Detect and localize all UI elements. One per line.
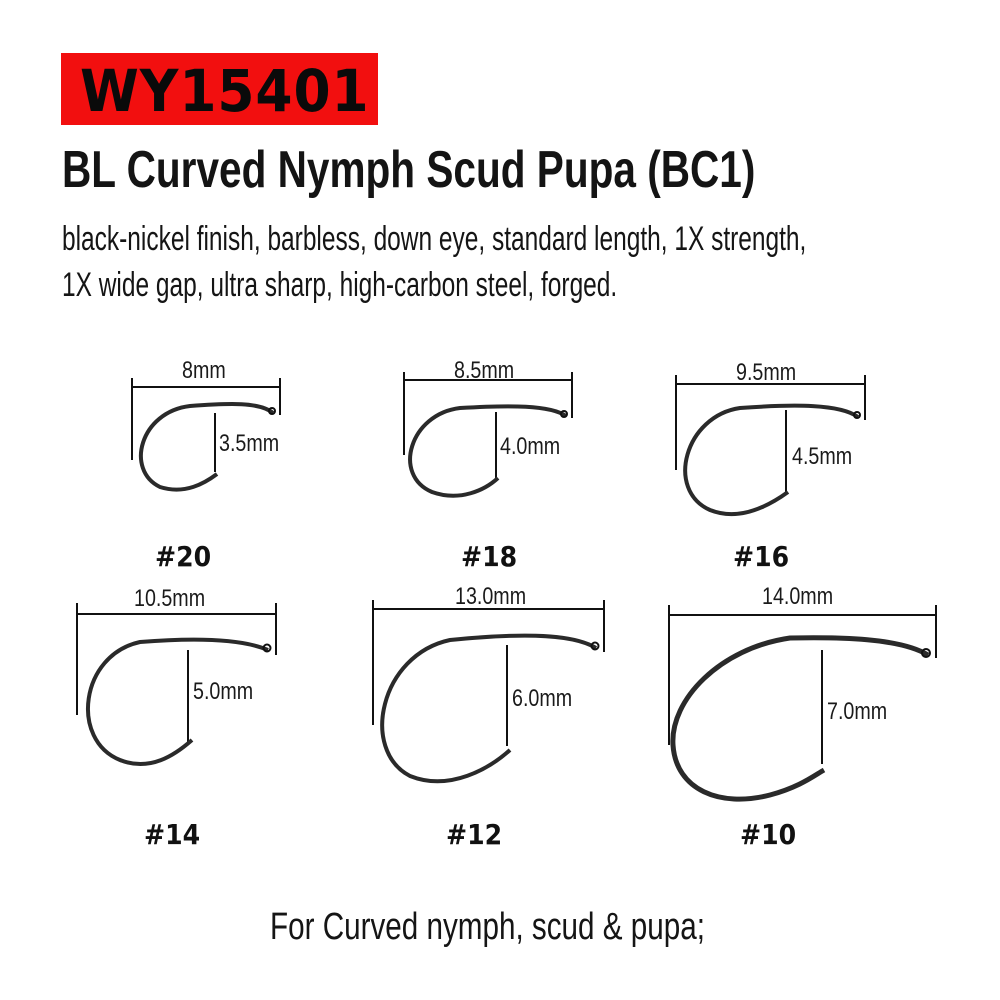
hook-20-gap: 3.5mm xyxy=(219,430,280,457)
product-code: WY15401 xyxy=(80,57,370,125)
usage-footer: For Curved nymph, scud & pupa; xyxy=(270,906,705,948)
product-title: BL Curved Nymph Scud Pupa (BC1) xyxy=(62,141,756,199)
hook-16-diagram xyxy=(675,375,866,516)
hook-20-size: #20 xyxy=(155,540,212,573)
product-code-badge xyxy=(61,53,378,125)
hook-18-gap: 4.0mm xyxy=(500,433,561,460)
hook-16-length: 9.5mm xyxy=(736,359,797,386)
hook-16-gap: 4.5mm xyxy=(792,443,853,470)
hook-12-gap: 6.0mm xyxy=(512,685,573,712)
hook-18-size: #18 xyxy=(461,540,518,573)
hook-10-length: 14.0mm xyxy=(762,583,834,610)
description-line-1: black-nickel finish, barbless, down eye,… xyxy=(62,220,807,258)
hook-10-diagram xyxy=(668,605,937,802)
hook-20-diagram xyxy=(131,378,281,492)
hook-14-size: #14 xyxy=(144,818,201,851)
hook-16-size: #16 xyxy=(733,540,790,573)
hook-12-length: 13.0mm xyxy=(455,583,527,610)
hook-14-length: 10.5mm xyxy=(134,585,206,612)
product-description: black-nickel finish, barbless, down eye,… xyxy=(62,216,806,308)
hook-12-size: #12 xyxy=(446,818,503,851)
description-line-2: 1X wide gap, ultra sharp, high-carbon st… xyxy=(62,266,618,304)
hook-12-diagram xyxy=(372,600,605,784)
hook-10-gap: 7.0mm xyxy=(827,698,888,725)
hook-20-length: 8mm xyxy=(182,357,226,384)
hook-10-size: #10 xyxy=(740,818,797,851)
hook-14-diagram xyxy=(76,603,277,766)
hook-18-length: 8.5mm xyxy=(454,357,515,384)
hook-18-diagram xyxy=(403,372,573,498)
hook-14-gap: 5.0mm xyxy=(193,678,254,705)
